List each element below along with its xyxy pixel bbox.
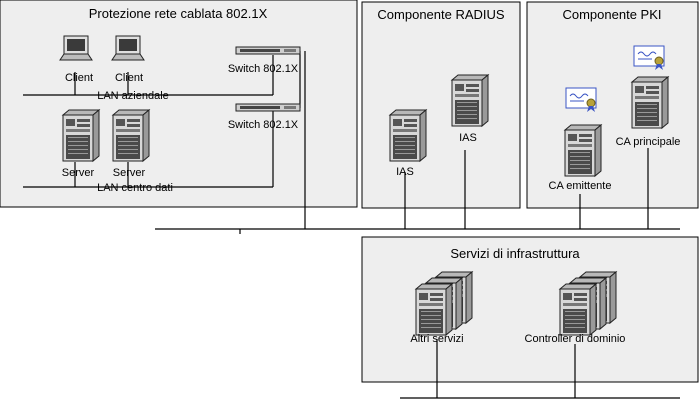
- other-services-label: Altri servizi: [410, 333, 463, 345]
- panel-infra-title: Servizi di infrastruttura: [450, 246, 580, 261]
- panel-radius-title: Componente RADIUS: [377, 7, 504, 22]
- panel-wired-title: Protezione rete cablata 802.1X: [89, 6, 268, 21]
- server-icon: [415, 283, 453, 336]
- panel-pki-title: Componente PKI: [562, 7, 661, 22]
- ias-2-label: IAS: [459, 132, 477, 144]
- panel-pki: [526, 1, 699, 209]
- server-icon: [112, 109, 150, 162]
- client-1-label: Client: [65, 72, 93, 84]
- switch-icon: [235, 46, 301, 55]
- ias-server-icon: [389, 109, 427, 162]
- domain-controller-label: Controller di dominio: [525, 333, 626, 345]
- ca-server-icon: [631, 76, 669, 129]
- server-1-label: Server: [62, 167, 95, 179]
- server-2-label: Server: [113, 167, 146, 179]
- lan-datacenter-label: LAN centro dati: [97, 182, 173, 194]
- panel-radius: [361, 1, 521, 209]
- certificate-icon: [565, 87, 597, 113]
- server-icon: [559, 283, 597, 336]
- switch-2-label: Switch 802.1X: [228, 119, 299, 131]
- client-laptop-icon: [59, 35, 93, 61]
- ias-server-icon: [451, 74, 489, 127]
- switch-1-label: Switch 802.1X: [228, 63, 299, 75]
- client-laptop-icon: [111, 35, 145, 61]
- ias-1-label: IAS: [396, 166, 414, 178]
- server-icon: [62, 109, 100, 162]
- network-links: [23, 51, 680, 399]
- lan-corporate-label: LAN aziendale: [97, 90, 169, 102]
- client-2-label: Client: [115, 72, 143, 84]
- ca-issuing-label: CA emittente: [549, 180, 612, 192]
- certificate-icon: [633, 45, 665, 71]
- switch-icon: [235, 103, 301, 112]
- ca-root-label: CA principale: [616, 136, 681, 148]
- ca-server-icon: [564, 124, 602, 177]
- panel-wired: [0, 0, 358, 208]
